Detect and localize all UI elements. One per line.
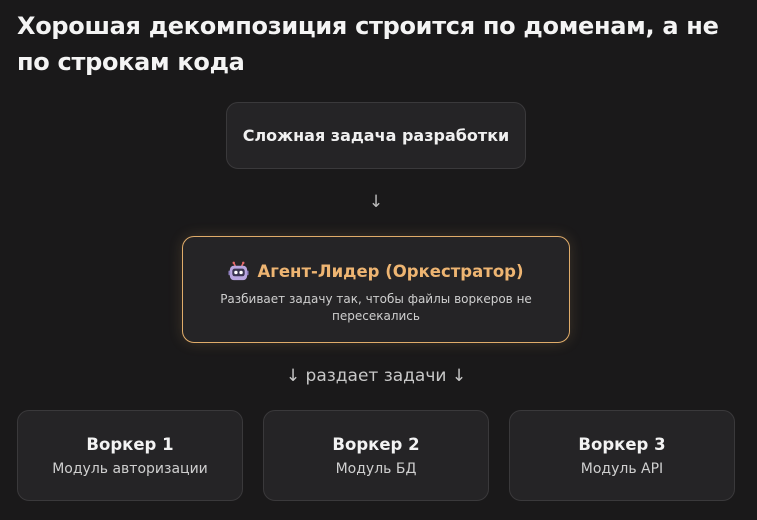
leader-title: Агент-Лидер (Оркестратор) [257,262,524,281]
worker-subtitle: Модуль API [580,461,664,477]
worker-subtitle: Модуль БД [335,461,417,477]
worker-title: Воркер 3 [578,435,666,454]
robot-icon [228,261,249,281]
worker-title: Воркер 1 [86,435,174,454]
down-arrow: ↓ [368,192,384,212]
leader-description: Разбивает задачу так, чтобы файлы воркер… [220,292,532,323]
task-box: Сложная задача разработки [226,102,526,169]
worker-subtitle: Модуль авторизации [52,461,208,477]
worker-box-1: Воркер 1 Модуль авторизации [17,410,243,501]
leader-agent-box: Агент-Лидер (Оркестратор) Разбивает зада… [182,236,570,343]
page-title: Хорошая декомпозиция строится по доменам… [17,12,719,76]
worker-box-2: Воркер 2 Модуль БД [263,410,489,501]
distribute-label: ↓ раздает задачи ↓ [285,366,467,386]
worker-box-3: Воркер 3 Модуль API [509,410,735,501]
leader-header: Агент-Лидер (Оркестратор) [183,261,569,282]
worker-title: Воркер 2 [332,435,420,454]
task-label: Сложная задача разработки [242,126,510,145]
